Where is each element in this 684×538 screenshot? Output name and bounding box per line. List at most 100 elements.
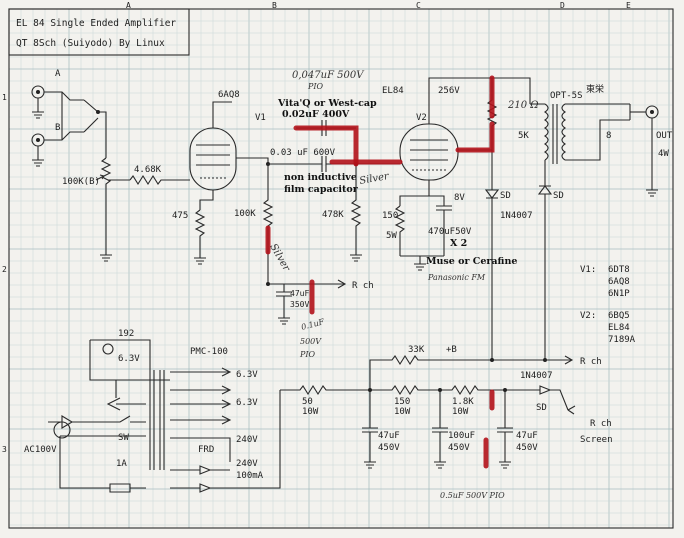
sd1-label: SD [500, 191, 511, 201]
opt-secondary-label: 8 [606, 131, 611, 141]
c2-voltage: 450V [448, 443, 470, 453]
v1-name-label: V1 [255, 113, 266, 123]
row-label-2: 2 [2, 265, 7, 274]
c1-label: 47uF [378, 431, 400, 441]
v2-cap-note: Muse or Cerafine [426, 256, 517, 267]
tube-list-v1-type-2: 6AQ8 [608, 277, 630, 287]
r33k-label: 33K [408, 345, 425, 355]
c3-label: 47uF [516, 431, 538, 441]
v2-cathode-cap-mult: X 2 [450, 238, 467, 249]
output-power-label: 4W [658, 149, 669, 159]
title-line-1: EL 84 Single Ended Amplifier [16, 18, 176, 29]
title-block: EL 84 Single Ended Amplifier QT 8Sch (Su… [8, 8, 190, 56]
col-label-c: C [416, 1, 421, 10]
sheet-border [8, 8, 674, 529]
r18k-watt: 10W [452, 407, 469, 417]
v2-cathode-resistor-label: 150 [382, 211, 398, 221]
c1-voltage: 450V [378, 443, 400, 453]
heater-2-label: 6.3V [236, 398, 258, 408]
pilot-voltage: 6.3V [118, 354, 140, 364]
hv-1-label: 240V [236, 435, 258, 445]
frd-label: FRD [198, 445, 214, 455]
rch-label-1: R ch [580, 357, 602, 367]
col-label-b: B [272, 1, 277, 10]
coupling-hand-note-2: PIO [307, 82, 324, 91]
r50-watt: 10W [302, 407, 319, 417]
tube-list-v2-label: V2: [580, 311, 596, 321]
r18k-label: 1.8K [452, 397, 474, 407]
rch-label-2: R ch [590, 419, 612, 429]
input-section: A B 100K(B) 4.68K [31, 69, 190, 262]
r50-label: 50 [302, 397, 313, 407]
heater-1-label: 6.3V [236, 370, 258, 380]
v1-plate-resistor-label: 100K [234, 209, 256, 219]
border-labels: A B C D E 1 2 3 [2, 1, 631, 454]
v2-type-label: EL84 [382, 86, 404, 96]
sd2-label: SD [553, 191, 564, 201]
tube-list-v2-type-2: EL84 [608, 323, 630, 333]
v2-plate-voltage: 256V [438, 86, 460, 96]
opt-primary-label: 5K [518, 131, 529, 141]
grid-paper [8, 8, 673, 528]
pilot-lamp-icon [102, 343, 114, 355]
row-label-3: 3 [2, 445, 7, 454]
v2-cathode-voltage: 8V [454, 193, 465, 203]
decoupling-hand-3: PIO [299, 350, 316, 359]
ac-plug-icon [53, 421, 71, 439]
switch-label: SW [118, 433, 129, 443]
input-b-label: B [55, 123, 60, 133]
v1-grid-resistor-label: 4.68K [134, 165, 162, 175]
pilot-label: 192 [118, 329, 134, 339]
hv-2-label: 240V [236, 459, 258, 469]
tube-list-v1-type-3: 6N1P [608, 289, 630, 299]
coupling-label-5: film capacitor [284, 184, 359, 195]
power-transformer-label: PMC-100 [190, 347, 228, 357]
c2-label: 100uF [448, 431, 475, 441]
decoupling-cap-label: 47uF [290, 289, 309, 298]
power-supply: 192 6.3V PMC-100 6.3V 6.3V AC100V SW 1A … [24, 329, 613, 500]
fuse-label: 1A [116, 459, 127, 469]
snubber-label: 210 Ω [507, 100, 539, 111]
v2-cathode-cap-label: 470uF50V [428, 227, 472, 237]
tube-list: V1: 6DT8 6AQ8 6N1P V2: 6BQ5 EL84 7189A [580, 265, 636, 345]
tube-list-v2-type-3: 7189A [608, 335, 636, 345]
title-line-2: QT 8Sch (Suiyodo) By Linux [16, 38, 165, 49]
v1-cathode-resistor-label: 475 [172, 211, 188, 221]
opt-label: OPT-5S [550, 91, 583, 101]
r150-watt: 10W [394, 407, 411, 417]
hv-current-label: 100mA [236, 471, 264, 481]
v2-cap-note-hand: Panasonic FM [427, 273, 486, 282]
opt-brand-label: 東栄 [586, 83, 604, 95]
volume-pot-label: 100K(B) [62, 177, 100, 187]
coupling-hand-note: 0,047uF 500V [292, 70, 365, 81]
input-a-label: A [55, 69, 61, 79]
decoupling-cap-voltage: 350V [290, 300, 309, 309]
screen-sd-label: SD [536, 403, 547, 413]
v1-type-label: 6AQ8 [218, 90, 240, 100]
coupling-label-1: Vita'Q or West-cap [277, 98, 377, 109]
coupling-label-3: 0.03 uF 600V [270, 148, 336, 158]
red-marker-highlights [265, 75, 495, 469]
ac-label: AC100V [24, 445, 57, 455]
pio-hand-note: 0.5uF 500V PIO [440, 491, 505, 500]
v1-grid-leak-label: 478K [322, 210, 344, 220]
r150-label: 150 [394, 397, 410, 407]
v1-rch-label: R ch [352, 281, 374, 291]
row-label-1: 1 [2, 93, 7, 102]
coupling-label-4: non inductive [284, 172, 357, 183]
c3-voltage: 450V [516, 443, 538, 453]
tube-list-v1-label: V1: [580, 265, 596, 275]
v2-tube: EL84 V2 256V 150 5W 8V 470uF50V X 2 Muse… [382, 77, 517, 282]
v2-name-label: V2 [416, 113, 427, 123]
diode-1n4007-label: 1N4007 [500, 211, 533, 221]
screen-diode-label: 1N4007 [520, 371, 553, 381]
col-label-d: D [560, 1, 565, 10]
output-out-label: OUT [656, 131, 673, 141]
tube-list-v2-type-1: 6BQ5 [608, 311, 630, 321]
col-label-a: A [126, 1, 131, 10]
coupling-silver-note: Silver [359, 171, 391, 187]
bplus-label: +B [446, 345, 457, 355]
screen-label: Screen [580, 435, 613, 445]
